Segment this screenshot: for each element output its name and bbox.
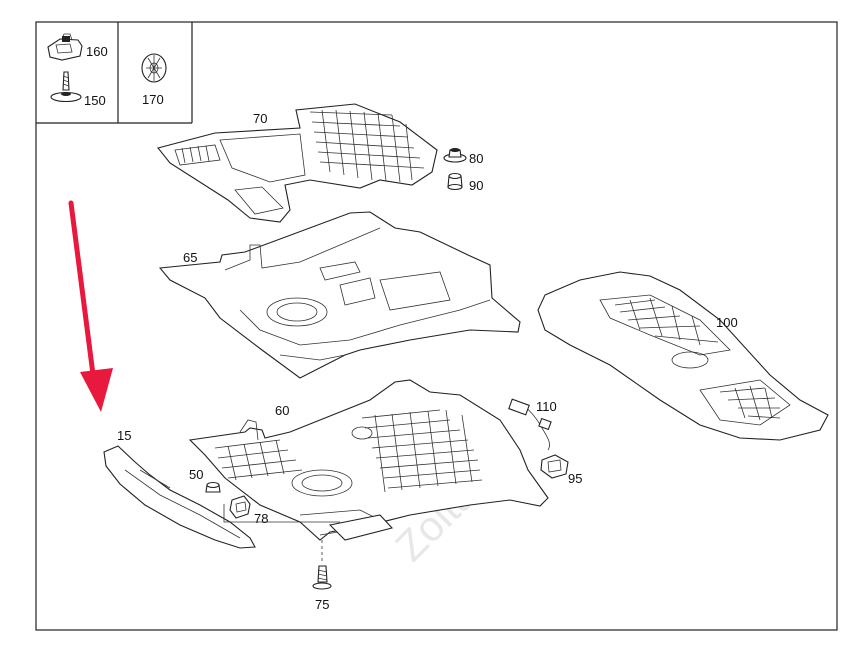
part-50-nut-icon	[205, 481, 221, 493]
callout-75: 75	[315, 597, 329, 612]
part-100-panel	[537, 271, 829, 441]
part-78-clip-icon	[223, 495, 340, 523]
part-110-connector-icon	[508, 398, 552, 451]
callout-60: 60	[275, 403, 289, 418]
legend-label-160: 160	[86, 44, 108, 59]
part-60-panel	[188, 379, 549, 541]
clip-icon	[141, 53, 167, 83]
legend-label-150: 150	[84, 93, 106, 108]
screw-icon	[50, 71, 82, 103]
callout-15: 15	[117, 428, 131, 443]
red-arrow-icon	[68, 200, 113, 412]
callout-65: 65	[183, 250, 197, 265]
part-80-clip-icon	[443, 148, 467, 163]
part-15-strip	[103, 445, 256, 549]
callout-100: 100	[716, 315, 738, 330]
part-90-nut-icon	[447, 172, 463, 191]
diagram-frame	[35, 21, 838, 631]
spring-nut-icon	[47, 33, 83, 61]
callout-70: 70	[253, 111, 267, 126]
callout-110: 110	[536, 399, 557, 414]
part-75-screw-icon	[312, 540, 332, 590]
callout-50: 50	[189, 467, 203, 482]
callout-80: 80	[469, 151, 483, 166]
callout-78: 78	[254, 511, 268, 526]
part-95-bracket-icon	[540, 454, 569, 479]
callout-90: 90	[469, 178, 483, 193]
part-65-panel	[158, 211, 521, 379]
fastener-legend: 160 150 170	[36, 22, 193, 124]
callout-95: 95	[568, 471, 582, 486]
legend-label-170: 170	[142, 92, 164, 107]
part-70-panel	[157, 103, 438, 223]
